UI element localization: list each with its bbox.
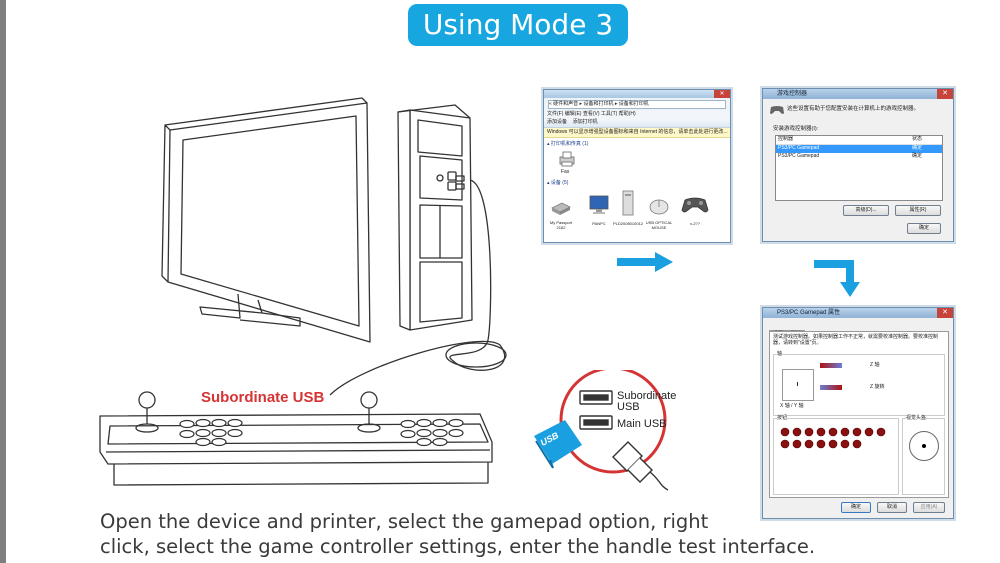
usb-cable (329, 179, 506, 396)
fax-label: Fax (561, 169, 570, 175)
pc-tower (409, 109, 473, 331)
col-controller[interactable]: 控制器 (778, 136, 794, 142)
pc-arcade-illustration (99, 97, 507, 486)
monitor-frame (167, 102, 371, 343)
properties-tabs: 设置测试 (769, 322, 806, 338)
ok-button[interactable]: 确定 (907, 223, 941, 234)
arrow-right (617, 258, 657, 266)
menu-view[interactable]: 查看(V) (582, 111, 600, 117)
devices-title-bar: ✕ (544, 90, 730, 98)
gamepad-icon (770, 106, 784, 114)
controllers-list: 控制器 状态 PS3/PC Gamepad 确定 PS3/PC Gamepad … (775, 135, 943, 201)
device-name-0: My Passport 2162 (549, 220, 573, 230)
monitor-screen (180, 115, 360, 327)
z-rotation-bar (820, 385, 842, 390)
fax-printer-icon[interactable] (558, 151, 576, 167)
controllers-list-header: 控制器 状态 (776, 136, 942, 145)
controllers-title-bar: 游戏控制器 ✕ (763, 89, 953, 99)
usb-callout-circle (559, 370, 667, 474)
xy-axis-box (782, 369, 814, 401)
arrow-down-horizontal (814, 260, 854, 268)
controllers-description: 这些设置有助于您配置安装在计算机上的游戏控制器。 (787, 106, 920, 112)
mouse-icon[interactable] (648, 196, 670, 216)
xy-crosshair (797, 382, 798, 386)
test-description: 测试游戏控制器。如果控制器工作不正常，就需要校准控制器。要校准控制器，请转到"设… (773, 334, 939, 346)
game-controllers-window: 游戏控制器 ✕ 这些设置有助于您配置安装在计算机上的游戏控制器。 安装游戏控制器… (762, 88, 954, 242)
gamepad-icon[interactable] (680, 194, 710, 216)
arrow-right-head (655, 252, 673, 272)
menu-file[interactable]: 文件(F) (547, 111, 564, 117)
info-bar[interactable]: Windows 可以显示增强型设备图标和来自 Internet 的信息，请单击此… (544, 128, 730, 138)
usb-badge-icon (534, 420, 582, 464)
controller-row-1[interactable]: PS3/PC Gamepad 确定 (778, 153, 923, 159)
device-name-2: PLD2008010012 (612, 221, 644, 226)
close-icon[interactable]: ✕ (937, 308, 953, 318)
usb-plug-icon (612, 441, 643, 472)
controllers-list-label: 安装游戏控制器(I): (773, 126, 819, 132)
properties-button[interactable]: 属性(R) (895, 205, 941, 216)
advanced-button[interactable]: 高级(D)... (843, 205, 889, 216)
devices-content: ▴ 打印机和传真 (1) Fax ▴ 设备 (5) My Passpo (544, 138, 730, 242)
gamepad-properties-window: PS3/PC Gamepad 属性 ✕ 设置测试 测试游戏控制器。如果控制器工作… (762, 307, 954, 519)
controller-row-0[interactable]: PS3/PC Gamepad 确定 (776, 145, 942, 153)
button-indicators (780, 427, 886, 449)
apply-button[interactable]: 应用(A) (913, 502, 945, 513)
instruction-caption: Open the device and printer, select the … (100, 509, 820, 559)
menu-edit[interactable]: 编辑(E) (564, 111, 582, 117)
page-title: Using Mode 3 (408, 4, 628, 46)
axes-group: 轴 Z 轴 Z 旋转 X 轴 / Y 轴 (773, 351, 945, 416)
test-panel: 测试游戏控制器。如果控制器工作不正常，就需要校准控制器。要校准控制器，请转到"设… (769, 331, 949, 498)
add-printer-button[interactable]: 添加打印机 (572, 119, 598, 125)
port-icons (579, 390, 669, 491)
ok-button[interactable]: 确定 (841, 502, 871, 513)
close-icon[interactable]: ✕ (937, 89, 953, 99)
device-name-4: x-2?? (689, 221, 700, 226)
printers-group-header[interactable]: ▴ 打印机和传真 (1) (547, 141, 589, 147)
properties-title-bar: PS3/PC Gamepad 属性 ✕ (763, 308, 953, 318)
z-axis-bar (820, 363, 842, 368)
monitor-icon[interactable] (588, 194, 610, 216)
device-name-1: PANPC (592, 221, 606, 226)
devices-group-header[interactable]: ▴ 设备 (5) (547, 180, 569, 186)
col-status[interactable]: 状态 (912, 136, 923, 142)
toolbar: 添加设备 添加打印机 (544, 118, 730, 128)
axes-label: 轴 (777, 351, 783, 358)
buttons-label: 按钮 (777, 415, 788, 422)
z-rotation-label: Z 旋转 (870, 384, 885, 390)
arrow-down-head (840, 282, 860, 297)
main-port-label: Main USB (617, 418, 667, 430)
pov-indicator (909, 431, 939, 461)
tower-pc-icon[interactable] (620, 190, 636, 216)
pov-group: 视觉头盔 (902, 415, 945, 495)
subordinate-usb-label: Subordinate USB (201, 389, 325, 406)
address-bar[interactable]: « 硬件和声音 ▸ 设备和打印机 ▸ 设备和打印机 (548, 100, 726, 109)
cancel-button[interactable]: 取消 (877, 502, 907, 513)
caption-line-2: click, select the game controller settin… (100, 535, 816, 558)
pov-label: 视觉头盔 (906, 415, 927, 422)
monitor-stand (199, 293, 301, 327)
caption-line-1: Open the device and printer, select the … (100, 510, 709, 533)
pov-dot (922, 444, 926, 448)
arrow-down-vertical (846, 260, 854, 284)
external-drive-icon[interactable] (550, 198, 572, 216)
usb-callout (534, 370, 669, 491)
z-axis-label: Z 轴 (870, 362, 880, 368)
menu-help[interactable]: 帮助(H) (618, 111, 636, 117)
add-device-button[interactable]: 添加设备 (547, 119, 568, 125)
devices-printers-window: ✕ « 硬件和声音 ▸ 设备和打印机 ▸ 设备和打印机 文件(F) 编辑(E) … (543, 89, 731, 243)
left-edge-bar (0, 0, 6, 563)
device-name-3: USB OPTICAL MOUSE (645, 220, 673, 230)
menu-tools[interactable]: 工具(T) (600, 111, 618, 117)
close-icon[interactable]: ✕ (714, 90, 730, 98)
xy-axis-label: X 轴 / Y 轴 (780, 403, 804, 409)
menu-bar: 文件(F) 编辑(E) 查看(V) 工具(T) 帮助(H) (544, 111, 730, 118)
buttons-group: 按钮 (773, 415, 899, 495)
